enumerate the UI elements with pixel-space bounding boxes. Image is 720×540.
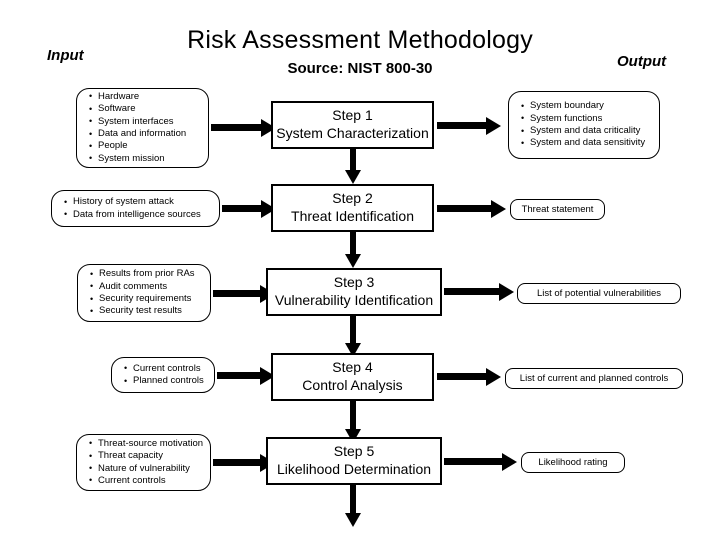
step-to-output-arrow-2 [437, 205, 492, 212]
input-to-step-arrow-3 [213, 290, 261, 297]
list-item: Security test results [90, 305, 210, 318]
output-box-3: List of potential vulnerabilities [517, 283, 681, 304]
list-item: Security requirements [90, 292, 210, 305]
step-number-1: Step 1 [332, 107, 373, 123]
page-title: Risk Assessment Methodology [187, 26, 533, 54]
list-item: Current controls [89, 474, 210, 487]
input-box-3: Results from prior RAs Audit comments Se… [77, 264, 211, 322]
output-list-1: System boundary System functions System … [509, 100, 659, 150]
list-item: Data and information [89, 127, 208, 140]
list-item: Planned controls [124, 374, 214, 387]
step-box-3: Step 3 Vulnerability Identification [266, 268, 442, 316]
step-name-2: Threat Identification [291, 208, 414, 224]
list-item: Nature of vulnerability [89, 462, 210, 475]
step-to-output-arrow-4 [437, 373, 487, 380]
output-label-5: Likelihood rating [538, 457, 608, 468]
step-to-step-arrow-1-2 [350, 149, 356, 171]
step-name-1: System Characterization [276, 125, 429, 141]
list-item: Threat-source motivation [89, 437, 210, 450]
list-item: Current controls [124, 362, 214, 375]
step-box-2: Step 2 Threat Identification [271, 184, 434, 232]
input-list-1: Hardware Software System interfaces Data… [77, 90, 208, 165]
list-item: System boundary [521, 100, 659, 113]
step-number-4: Step 4 [332, 359, 373, 375]
input-list-2: History of system attack Data from intel… [52, 196, 219, 221]
input-list-3: Results from prior RAs Audit comments Se… [78, 268, 210, 318]
step-number-3: Step 3 [333, 274, 375, 290]
output-box-5: Likelihood rating [521, 452, 625, 473]
step-number-2: Step 2 [332, 190, 373, 206]
step-to-step-arrow-2-3 [350, 232, 356, 255]
step-box-4: Step 4 Control Analysis [271, 353, 434, 401]
step-to-step-arrow-4-5 [350, 401, 356, 430]
list-item: Results from prior RAs [90, 268, 210, 281]
input-list-5: Threat-source motivation Threat capacity… [77, 437, 210, 488]
list-item: History of system attack [64, 196, 219, 209]
input-box-1: Hardware Software System interfaces Data… [76, 88, 209, 168]
step-to-output-arrow-3 [444, 288, 500, 295]
output-column-label: Output [617, 53, 667, 70]
output-box-2: Threat statement [510, 199, 605, 220]
output-box-1: System boundary System functions System … [508, 91, 660, 159]
flow-continues-arrow [350, 485, 356, 514]
input-box-5: Threat-source motivation Threat capacity… [76, 434, 211, 491]
step-to-output-arrow-1 [437, 122, 487, 129]
list-item: Audit comments [90, 280, 210, 293]
list-item: System and data sensitivity [521, 137, 659, 150]
list-item: Software [89, 103, 208, 116]
step-box-1: Step 1 System Characterization [271, 101, 434, 149]
input-to-step-arrow-5 [213, 459, 261, 466]
page-subtitle: Source: NIST 800-30 [287, 60, 433, 77]
output-label-3: List of potential vulnerabilities [536, 288, 662, 299]
input-column-label: Input [47, 47, 84, 64]
list-item: System functions [521, 112, 659, 125]
input-to-step-arrow-1 [211, 124, 262, 131]
list-item: System mission [89, 152, 208, 165]
list-item: People [89, 140, 208, 153]
list-item: System and data criticality [521, 124, 659, 137]
output-box-4: List of current and planned controls [505, 368, 683, 389]
step-name-5: Likelihood Determination [276, 461, 432, 477]
step-to-step-arrow-3-4 [350, 316, 356, 344]
output-label-2: Threat statement [521, 204, 594, 215]
output-label-4: List of current and planned controls [519, 373, 669, 384]
input-to-step-arrow-2 [222, 205, 262, 212]
step-to-output-arrow-5 [444, 458, 503, 465]
input-list-4: Current controls Planned controls [112, 362, 214, 388]
input-to-step-arrow-4 [217, 372, 261, 379]
step-name-3: Vulnerability Identification [274, 292, 434, 308]
step-box-5: Step 5 Likelihood Determination [266, 437, 442, 485]
step-name-4: Control Analysis [302, 377, 403, 393]
list-item: Hardware [89, 90, 208, 103]
input-box-4: Current controls Planned controls [111, 357, 215, 393]
list-item: Threat capacity [89, 450, 210, 463]
step-number-5: Step 5 [333, 443, 375, 459]
list-item: Data from intelligence sources [64, 208, 219, 221]
list-item: System interfaces [89, 115, 208, 128]
input-box-2: History of system attack Data from intel… [51, 190, 220, 227]
